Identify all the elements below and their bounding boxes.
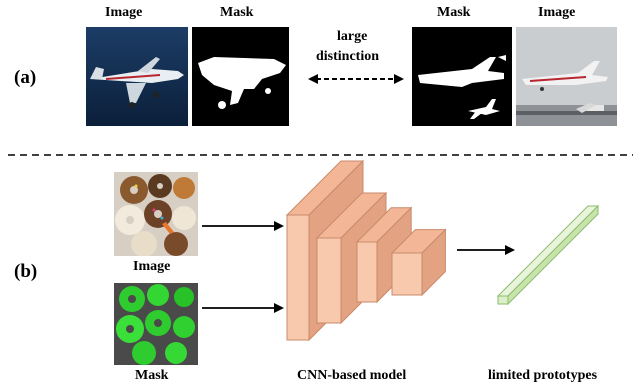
distinction-text-line1: large	[337, 29, 368, 44]
output-arrow	[457, 245, 515, 255]
panel-separator	[8, 154, 633, 156]
image-input-arrow	[202, 221, 284, 231]
prototypes-caption: limited prototypes	[488, 368, 598, 383]
right-mask-caption: Mask	[437, 5, 471, 20]
distinction-text-line2: distinction	[316, 49, 380, 64]
double-dashed-arrow	[308, 74, 404, 84]
left-image-caption: Image	[105, 5, 143, 20]
panel-b-label: (b)	[14, 261, 38, 282]
cnn-model-caption: CNN-based model	[297, 368, 407, 383]
airplane-photo-right	[516, 27, 617, 126]
mask-caption: Mask	[135, 368, 169, 383]
prototype-vector	[496, 204, 600, 306]
donut-mask-image	[114, 283, 198, 365]
airplane-mask-right	[412, 27, 512, 126]
right-image-caption: Image	[538, 5, 576, 20]
left-mask-caption: Mask	[220, 5, 254, 20]
airplane-photo-left	[86, 27, 188, 126]
mask-input-arrow	[202, 303, 284, 313]
donut-image	[114, 172, 198, 256]
image-caption: Image	[133, 259, 171, 274]
cnn-model	[285, 160, 447, 342]
airplane-mask-left	[192, 27, 289, 126]
cnn-layer-block	[390, 228, 447, 297]
panel-a-label: (a)	[14, 67, 37, 88]
